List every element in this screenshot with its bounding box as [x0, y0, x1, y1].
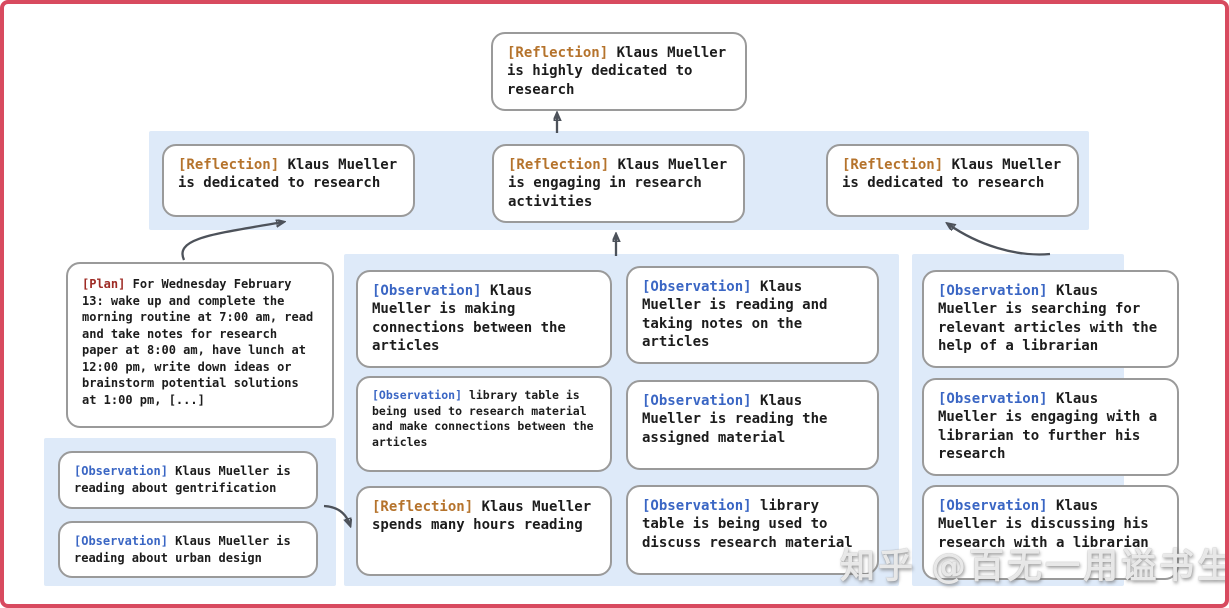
node-text: library table is being used to discuss r…	[642, 498, 853, 551]
node-text: Klaus Mueller is dedicated to research	[842, 157, 1062, 192]
zhihu-watermark: 知乎 @百无一用谥书生	[840, 547, 1229, 587]
observation-node-searching-articles: [Observation] Klaus Mueller is searching…	[922, 270, 1179, 368]
node-text: Klaus Mueller is engaging with a librari…	[938, 391, 1158, 463]
observation-tag: [Observation]	[938, 498, 1048, 514]
node-text: Klaus Mueller is discussing his research…	[938, 498, 1149, 551]
observation-node-discussing-research: [Observation] Klaus Mueller is discussin…	[922, 485, 1179, 580]
reflection-tag: [Reflection]	[372, 499, 474, 515]
reflection-node-left: [Reflection] Klaus Mueller is dedicated …	[162, 144, 415, 217]
observation-node-library-table-discuss: [Observation] library table is being use…	[626, 485, 879, 575]
observation-tag: [Observation]	[372, 388, 463, 402]
node-text: Klaus Mueller spends many hours reading	[372, 499, 592, 534]
observation-tag: [Observation]	[642, 279, 752, 295]
observation-node-engaging-librarian: [Observation] Klaus Mueller is engaging …	[922, 378, 1179, 476]
reflection-node-middle: [Reflection] Klaus Mueller is engaging i…	[492, 144, 745, 224]
observation-tag: [Observation]	[938, 391, 1048, 407]
plan-node: [Plan] For Wednesday February 13: wake u…	[66, 262, 334, 428]
observation-node-taking-notes: [Observation] Klaus Mueller is reading a…	[626, 266, 879, 364]
observation-tag: [Observation]	[372, 283, 482, 299]
reflection-node-hours-reading: [Reflection] Klaus Mueller spends many h…	[356, 486, 612, 576]
reflection-node-root: [Reflection] Klaus Mueller is highly ded…	[491, 32, 747, 112]
observation-node-making-connections: [Observation] Klaus Mueller is making co…	[356, 270, 612, 368]
node-text: Klaus Mueller is reading about gentrific…	[74, 464, 291, 495]
node-text: Klaus Mueller is making connections betw…	[372, 283, 566, 355]
reflection-tag: [Reflection]	[507, 45, 609, 61]
observation-tag: [Observation]	[642, 498, 752, 514]
node-text: Klaus Mueller is dedicated to research	[178, 157, 398, 192]
reflection-tag: [Reflection]	[508, 157, 610, 173]
observation-node-assigned-material: [Observation] Klaus Mueller is reading t…	[626, 380, 879, 470]
observation-node-gentrification: [Observation] Klaus Mueller is reading a…	[58, 451, 318, 509]
reflection-tag: [Reflection]	[842, 157, 944, 173]
plan-tag: [Plan]	[82, 277, 126, 291]
reflection-node-right: [Reflection] Klaus Mueller is dedicated …	[826, 144, 1079, 217]
reflection-tag: [Reflection]	[178, 157, 280, 173]
node-text: Klaus Mueller is reading the assigned ma…	[642, 393, 828, 446]
node-text: Klaus Mueller is highly dedicated to res…	[507, 45, 727, 98]
observation-tag: [Observation]	[74, 464, 168, 478]
observation-tag: [Observation]	[642, 393, 752, 409]
node-text: Klaus Mueller is engaging in research ac…	[508, 157, 728, 210]
observation-tag: [Observation]	[74, 534, 168, 548]
node-text: Klaus Mueller is reading about urban des…	[74, 534, 291, 565]
node-text: library table is being used to research …	[372, 388, 594, 449]
node-text: Klaus Mueller is reading and taking note…	[642, 279, 828, 351]
observation-node-urban-design: [Observation] Klaus Mueller is reading a…	[58, 521, 318, 579]
node-text: Klaus Mueller is searching for relevant …	[938, 283, 1158, 355]
observation-tag: [Observation]	[938, 283, 1048, 299]
node-text: For Wednesday February 13: wake up and c…	[82, 277, 314, 407]
observation-node-library-table-research: [Observation] library table is being use…	[356, 376, 612, 472]
